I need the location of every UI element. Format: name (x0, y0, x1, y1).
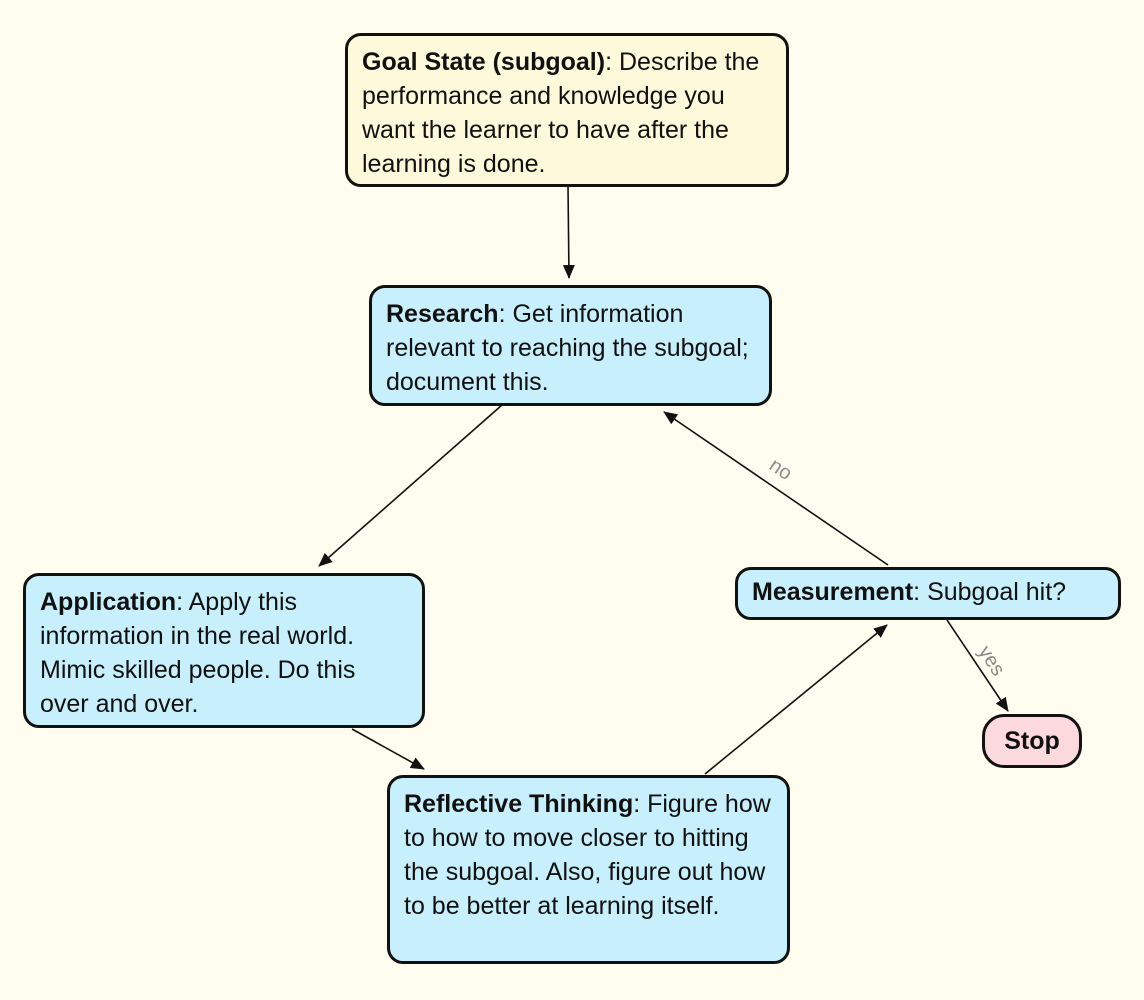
goal-state-node: Goal State (subgoal): Describe the perfo… (345, 33, 789, 187)
measurement-text: : Subgoal hit? (913, 578, 1067, 606)
edge-goal-to-research (562, 185, 575, 279)
edge-label-yes: yes (974, 642, 1009, 680)
stop-node: Stop (982, 714, 1082, 768)
application-title: Application (40, 588, 177, 616)
measurement-node: Measurement: Subgoal hit? (735, 567, 1121, 620)
edge-application-to-reflective (351, 728, 425, 770)
edge-reflective-to-measurement (704, 624, 888, 775)
research-title: Research (386, 300, 499, 328)
measurement-title: Measurement (752, 578, 914, 606)
edge-research-to-application (318, 404, 503, 567)
reflective-thinking-node: Reflective Thinking: Figure how to how t… (387, 775, 790, 964)
application-node: Application: Apply this information in t… (23, 573, 425, 728)
edge-measurement-to-research (663, 411, 889, 566)
reflective-thinking-text: : Figure how to how to move closer to hi… (404, 790, 771, 920)
research-text: : Get information relevant to reaching t… (386, 300, 749, 396)
research-node: Research: Get information relevant to re… (369, 285, 772, 406)
stop-title: Stop (1004, 727, 1060, 755)
goal-state-text: : Describe the performance and knowledge… (362, 48, 760, 178)
edge-measurement-to-stop (946, 619, 1009, 712)
goal-state-title: Goal State (subgoal) (362, 48, 606, 76)
edge-label-no: no (765, 454, 796, 485)
application-text: : Apply this information in the real wor… (40, 588, 356, 718)
reflective-thinking-title: Reflective Thinking (404, 790, 634, 818)
